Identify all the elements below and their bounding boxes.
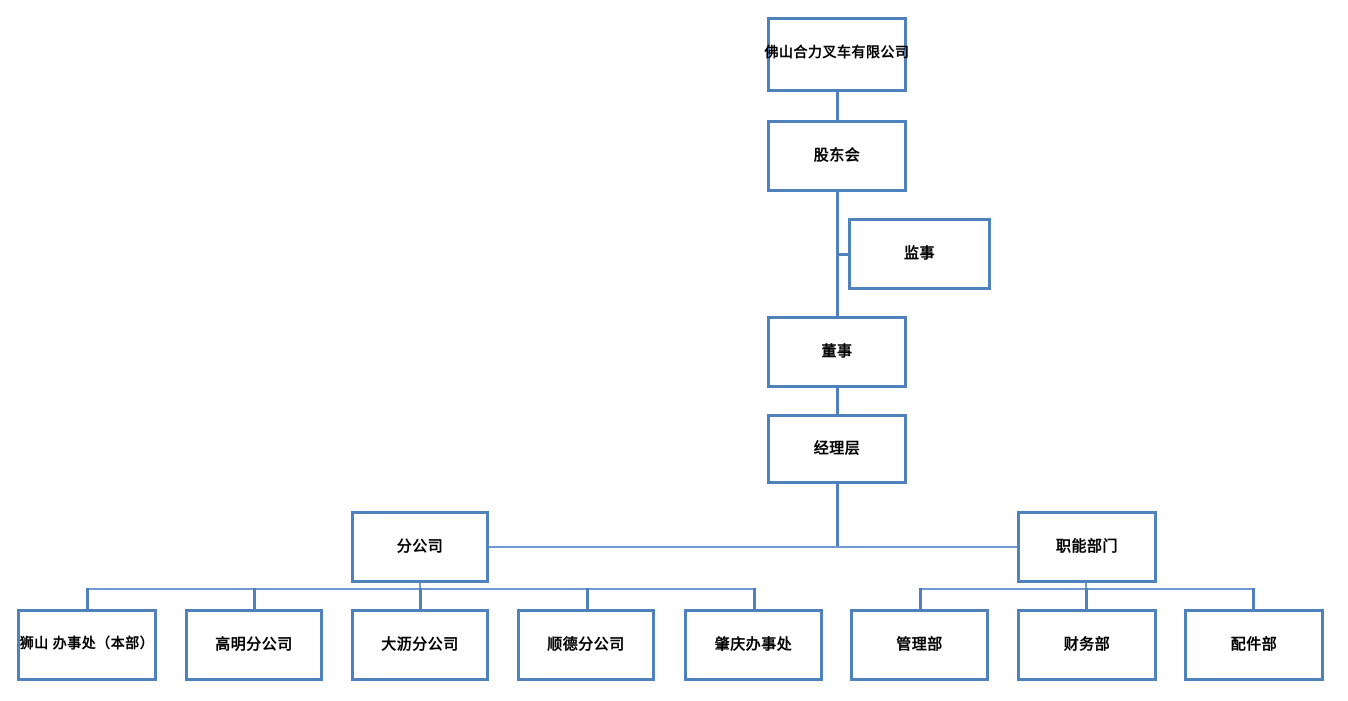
node-department-child-label: 管理部 <box>896 637 943 653</box>
node-functional-departments-label: 职能部门 <box>1055 539 1118 555</box>
node-branch-child[interactable]: 高明分公司 <box>185 609 323 681</box>
connector-company-to-shareholders <box>836 92 839 120</box>
node-shareholders-meeting-label: 股东会 <box>813 148 861 164</box>
node-department-child[interactable]: 财务部 <box>1017 609 1157 681</box>
node-branch-child-label: 肇庆办事处 <box>714 637 793 653</box>
node-branch-child-label: 大沥分公司 <box>381 637 459 653</box>
node-branch-child-label: 顺德分公司 <box>547 637 625 653</box>
node-supervisor[interactable]: 监事 <box>848 218 991 290</box>
connector-branch-child-2 <box>253 588 256 609</box>
connector-branch-child-3 <box>419 588 422 609</box>
node-department-child[interactable]: 配件部 <box>1184 609 1324 681</box>
connector-branch-child-1 <box>86 588 89 609</box>
connector-supervisor-stub <box>836 253 850 256</box>
connector-dept-child-3 <box>1252 588 1255 609</box>
node-branch-companies-label: 分公司 <box>396 539 444 555</box>
node-branch-child[interactable]: 肇庆办事处 <box>684 609 823 681</box>
node-branch-companies[interactable]: 分公司 <box>351 511 489 583</box>
node-branch-child[interactable]: 大沥分公司 <box>351 609 489 681</box>
connector-branch-child-4 <box>586 588 589 609</box>
node-branch-child-label: 狮山 办事处（本部） <box>19 636 155 652</box>
node-supervisor-label: 监事 <box>903 246 935 262</box>
connector-level5-bus <box>420 546 1088 548</box>
node-department-child[interactable]: 管理部 <box>850 609 989 681</box>
node-shareholders-meeting[interactable]: 股东会 <box>767 120 907 192</box>
connector-director-to-management <box>836 388 839 414</box>
node-management-layer[interactable]: 经理层 <box>767 414 907 484</box>
node-company[interactable]: 佛山合力叉车有限公司 <box>764 17 910 92</box>
node-branch-child[interactable]: 狮山 办事处（本部） <box>17 609 157 681</box>
connector-dept-child-2 <box>1085 588 1088 609</box>
node-branch-child-label: 高明分公司 <box>215 637 293 653</box>
connector-dept-child-1 <box>919 588 922 609</box>
node-department-child-label: 配件部 <box>1230 637 1278 653</box>
node-branch-child[interactable]: 顺德分公司 <box>517 609 655 681</box>
connector-management-down <box>836 484 839 548</box>
connector-branch-child-5 <box>753 588 756 609</box>
node-functional-departments[interactable]: 职能部门 <box>1017 511 1157 583</box>
node-management-layer-label: 经理层 <box>813 441 861 457</box>
node-department-child-label: 财务部 <box>1063 637 1111 653</box>
node-director[interactable]: 董事 <box>767 316 907 388</box>
node-company-label: 佛山合力叉车有限公司 <box>764 46 910 62</box>
node-director-label: 董事 <box>821 344 853 360</box>
